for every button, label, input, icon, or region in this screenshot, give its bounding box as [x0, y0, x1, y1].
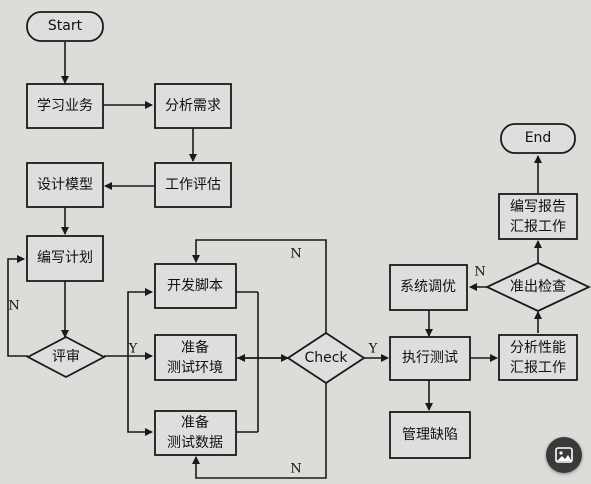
check-no-bottom-label: N	[290, 462, 301, 477]
review-label: 评审	[52, 349, 80, 365]
defects-box	[389, 411, 471, 459]
start-terminal	[26, 11, 104, 42]
exit-check-decision	[484, 262, 591, 312]
execute-box	[389, 336, 471, 381]
plan-label: 编写计划	[37, 250, 93, 266]
prep-env-label-2: 测试环境	[167, 360, 223, 376]
check-no-top-label: N	[290, 247, 301, 262]
edge-review-no-plan	[7, 255, 28, 357]
prep-data-label-2: 测试数据	[167, 435, 223, 451]
check-label: Check	[304, 350, 348, 366]
execute-label: 执行测试	[402, 350, 458, 366]
edge-review-yes-script	[127, 288, 153, 356]
edge-check-no-data	[192, 383, 327, 479]
analyze-box	[154, 83, 232, 129]
review-yes-label: Y	[128, 342, 138, 357]
evaluate-box	[154, 162, 232, 208]
review-no-label: N	[8, 299, 19, 314]
end-label: End	[525, 130, 552, 146]
analysis-label-2: 汇报工作	[510, 360, 566, 376]
end-terminal	[500, 123, 576, 154]
image-icon[interactable]	[546, 437, 582, 473]
image-icon-glyph	[555, 447, 573, 463]
report-label-2: 汇报工作	[510, 219, 566, 235]
check-decision	[286, 331, 366, 385]
learn-box	[26, 83, 104, 129]
tune-box	[389, 264, 468, 311]
prep-env-label-1: 准备	[181, 339, 209, 356]
develop-box	[154, 263, 237, 309]
tune-label: 系统调优	[400, 279, 456, 295]
prep-data-box	[154, 410, 237, 456]
learn-label: 学习业务	[37, 98, 93, 114]
develop-label: 开发脚本	[167, 278, 223, 294]
design-label: 设计模型	[37, 177, 93, 193]
report-box	[498, 193, 578, 240]
edge-review-yes-data	[127, 356, 153, 436]
design-box	[26, 162, 104, 208]
defects-label: 管理缺陷	[402, 427, 458, 443]
check-yes-label: Y	[368, 342, 378, 357]
analysis-label-1: 分析性能	[510, 340, 566, 356]
evaluate-label: 工作评估	[165, 177, 221, 193]
exit-no-label: N	[474, 265, 485, 280]
start-label: Start	[48, 18, 83, 34]
review-decision	[26, 335, 106, 379]
edge-check-no-script	[192, 239, 327, 333]
prep-env-box	[154, 334, 237, 381]
analyze-label: 分析需求	[165, 98, 221, 114]
prep-data-label-1: 准备	[181, 414, 209, 431]
analysis-box	[498, 334, 578, 381]
report-label-1: 编写报告	[510, 199, 566, 215]
connectors	[7, 42, 542, 479]
exit-check-label: 准出检查	[510, 279, 566, 295]
plan-box	[26, 235, 104, 282]
